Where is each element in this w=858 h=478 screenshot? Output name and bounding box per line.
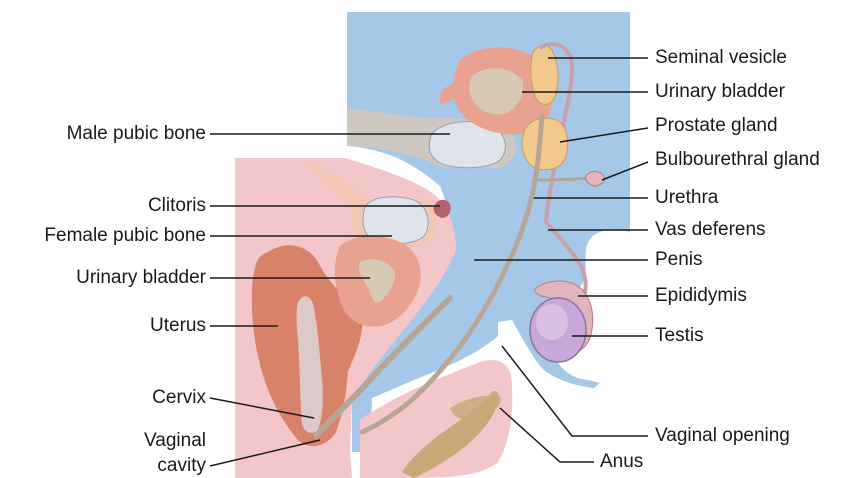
- label-cervix: Cervix: [152, 387, 206, 409]
- seminal-vesicle-shape: [531, 46, 558, 105]
- label-uterus: Uterus: [150, 315, 206, 337]
- label-testis: Testis: [655, 325, 704, 347]
- label-male-pubic-bone: Male pubic bone: [67, 123, 206, 145]
- label-vaginal-opening: Vaginal opening: [655, 425, 790, 447]
- label-vaginal-cavity-line2: cavity: [157, 455, 206, 477]
- label-bulbourethral-gland: Bulbourethral gland: [655, 149, 820, 171]
- label-urinary-bladder-male: Urinary bladder: [655, 81, 785, 103]
- label-female-pubic-bone: Female pubic bone: [44, 225, 206, 247]
- label-urinary-bladder-female: Urinary bladder: [76, 267, 206, 289]
- label-urethra: Urethra: [655, 187, 718, 209]
- testis-highlight: [536, 304, 568, 340]
- label-vas-deferens: Vas deferens: [655, 219, 766, 241]
- label-epididymis: Epididymis: [655, 285, 747, 307]
- label-clitoris: Clitoris: [148, 195, 206, 217]
- label-anus: Anus: [600, 451, 643, 473]
- label-vaginal-cavity-line1: Vaginal: [144, 430, 206, 452]
- label-seminal-vesicle: Seminal vesicle: [655, 47, 787, 69]
- label-penis: Penis: [655, 249, 703, 271]
- leader-vaginal-opening: [502, 346, 648, 436]
- label-prostate-gland: Prostate gland: [655, 115, 778, 137]
- prostate-gland-shape: [522, 118, 568, 170]
- leader-anus: [500, 408, 594, 462]
